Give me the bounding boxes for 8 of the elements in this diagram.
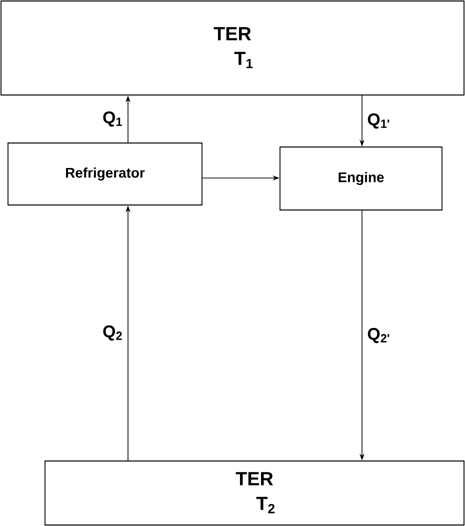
edge-label: Q$_{2'}$ xyxy=(368,328,390,344)
device-box: Refrigerator xyxy=(8,142,202,206)
edge-label: Q$_{1'}$ xyxy=(368,113,390,129)
edge-label: Q$_{1}$ xyxy=(103,111,122,127)
device-box: Engine xyxy=(280,146,442,210)
reservoir-box: TER T$_{1}$ xyxy=(0,0,464,96)
reservoir-box: TER T$_{2}$ xyxy=(44,460,464,526)
edge-label: Q$_{2}$ xyxy=(103,325,122,341)
